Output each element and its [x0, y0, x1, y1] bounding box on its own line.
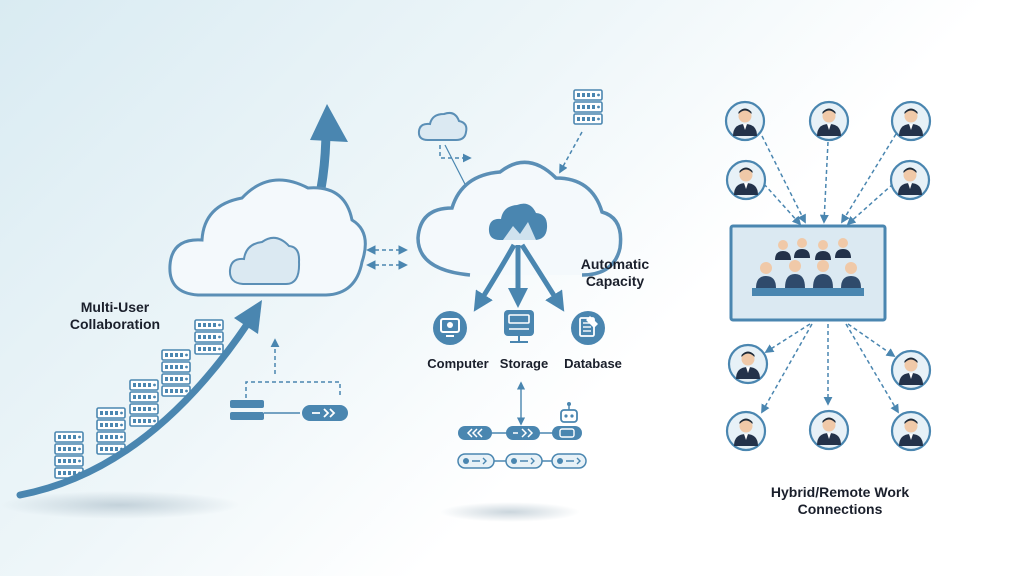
network-node-icon — [552, 426, 582, 440]
database-label: Database — [564, 356, 622, 371]
storage-icon — [504, 310, 534, 343]
ground-shadow — [440, 502, 580, 522]
server-stack-4 — [161, 349, 191, 397]
server-rack-icon — [573, 89, 603, 125]
capacity-arrows — [473, 243, 565, 312]
robot-icon — [560, 402, 578, 423]
database-icon — [571, 311, 605, 345]
user-avatar-icon — [727, 343, 769, 385]
storage-label: Storage — [499, 356, 549, 371]
network-node-icon — [302, 405, 348, 421]
user-avatar-icon — [890, 410, 932, 452]
hybrid-network — [724, 100, 932, 452]
hybrid-remote-label: Hybrid/Remote Work Connections — [770, 484, 910, 517]
computer-icon — [433, 311, 467, 345]
link-arrow — [444, 144, 469, 192]
server-stack-2 — [96, 407, 126, 455]
growth-arrow-head-icon — [234, 300, 262, 334]
computer-label: Computer — [427, 356, 489, 371]
automatic-capacity-label: Automatic Capacity — [580, 256, 650, 289]
network-node-icon — [458, 426, 492, 440]
process-flow — [230, 338, 348, 421]
user-avatar-icon — [890, 349, 932, 391]
user-avatar-icon — [808, 100, 850, 142]
user-avatar-icon — [725, 410, 767, 452]
server-unit-icon — [230, 412, 264, 420]
server-stack-5 — [194, 319, 224, 355]
pipeline-row-2 — [457, 453, 587, 469]
user-avatar-icon — [725, 159, 767, 201]
ground-shadow — [0, 491, 240, 519]
center-cloud-icon — [416, 160, 623, 277]
cloud-up-arrow-head-icon — [310, 104, 348, 142]
server-stack-3 — [129, 379, 159, 427]
network-node-icon — [506, 426, 540, 440]
link-arrow — [559, 131, 583, 174]
multi-user-collaboration-label: Multi-User Collaboration — [69, 299, 161, 332]
server-stack-1 — [54, 431, 84, 479]
video-conference-icon — [729, 224, 887, 322]
server-unit-icon — [230, 400, 264, 408]
link-arrow — [439, 145, 472, 163]
user-avatar-icon — [724, 100, 766, 142]
pipeline-row-1 — [458, 402, 582, 440]
user-avatar-icon — [808, 409, 850, 451]
left-cloud-icon — [168, 178, 367, 297]
growth-arrow-icon — [16, 316, 254, 499]
user-avatar-icon — [890, 100, 932, 142]
small-cloud-icon — [417, 111, 468, 141]
user-avatar-icon — [889, 159, 931, 201]
